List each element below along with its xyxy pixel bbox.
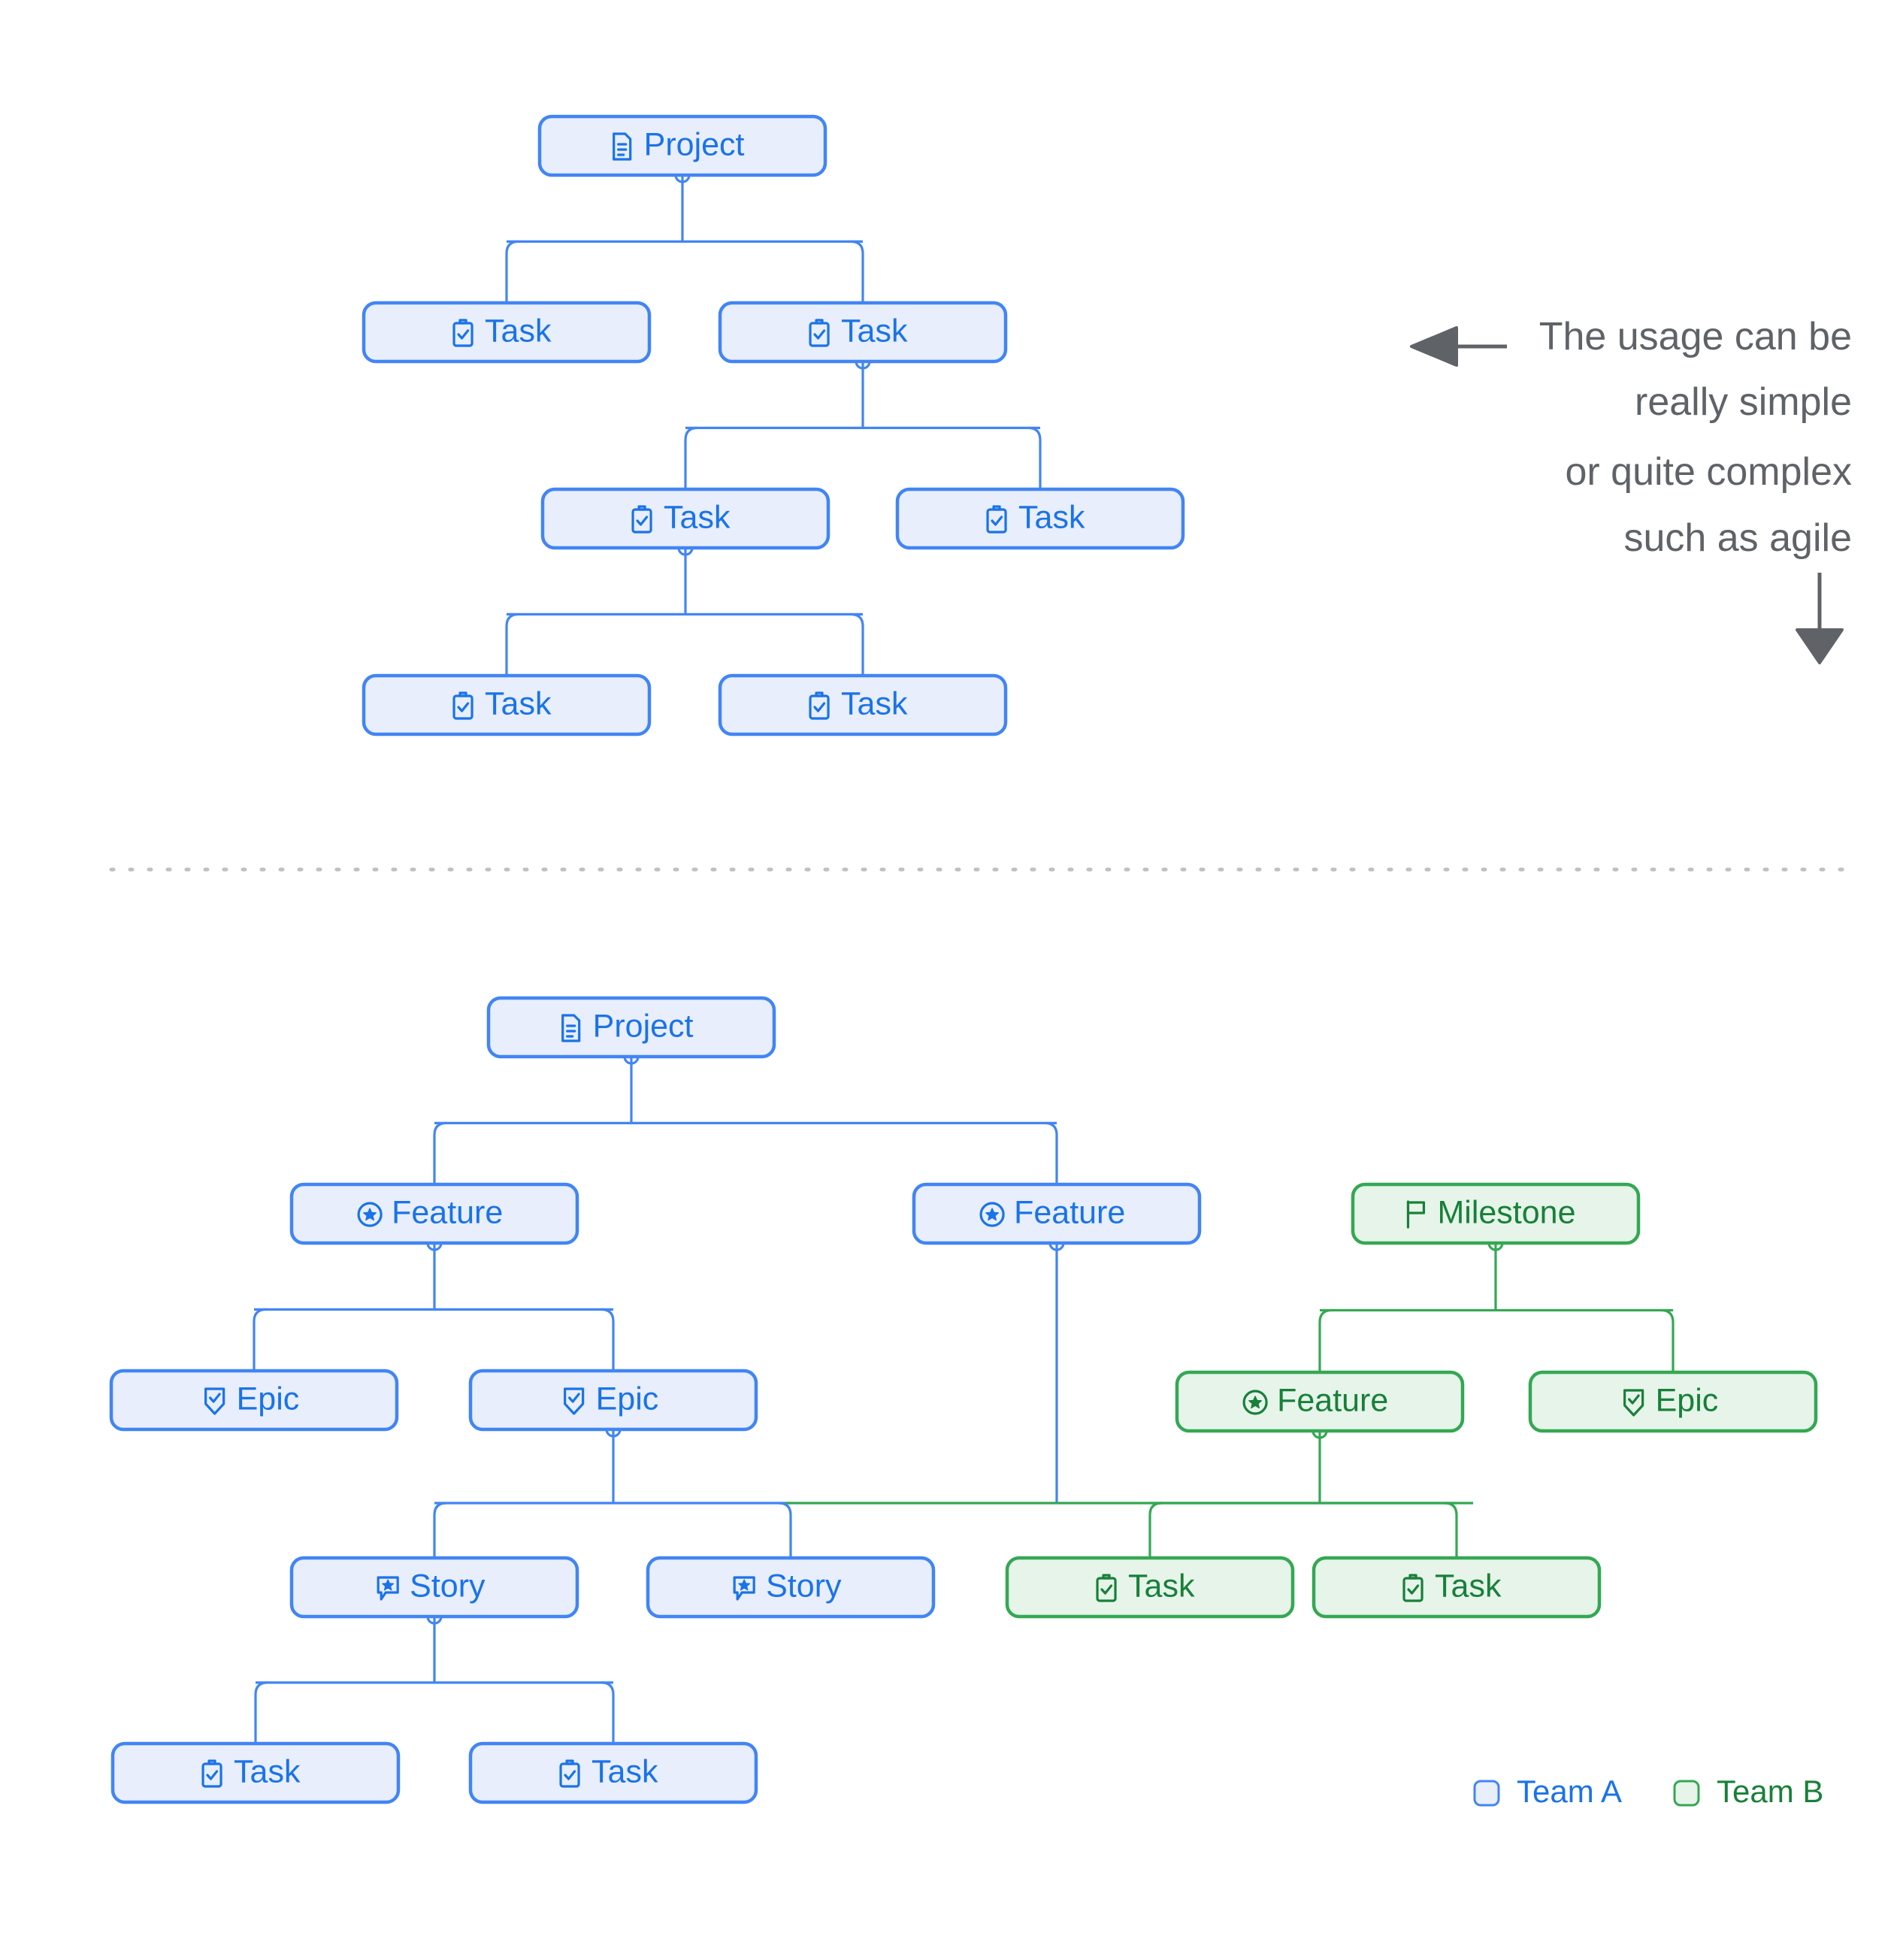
epic-icon xyxy=(1623,1389,1644,1417)
node-task[interactable]: Task xyxy=(1312,1556,1602,1619)
legend-swatch-icon xyxy=(1473,1780,1500,1807)
story-icon xyxy=(377,1576,399,1601)
node-label: Task xyxy=(485,313,552,349)
connector-drop xyxy=(1044,1121,1058,1184)
node-project[interactable]: Project xyxy=(537,114,827,177)
legend-item[interactable]: Team B xyxy=(1673,1774,1823,1809)
node-label: Task xyxy=(1435,1568,1502,1604)
legend-swatch-icon xyxy=(1673,1780,1700,1807)
milestone-icon xyxy=(1406,1200,1426,1229)
node-label: Epic xyxy=(237,1381,300,1417)
node-label: Task xyxy=(591,1753,658,1789)
connector-drop xyxy=(601,1308,615,1371)
connector-layer xyxy=(253,167,1675,1744)
arrow-left-icon xyxy=(1410,326,1507,367)
node-project[interactable]: Project xyxy=(486,996,776,1059)
legend-item[interactable]: Team A xyxy=(1473,1774,1622,1809)
arrow-down-icon xyxy=(1796,573,1844,664)
task-icon xyxy=(559,1759,580,1788)
connector-drop xyxy=(850,612,864,676)
annotation-line: really simple xyxy=(1635,380,1852,424)
task-icon xyxy=(1096,1574,1117,1602)
node-story[interactable]: Story xyxy=(289,1556,579,1619)
connector-drop xyxy=(505,240,519,303)
node-label: Story xyxy=(766,1568,842,1604)
node-feature[interactable]: Feature xyxy=(912,1182,1202,1245)
node-label: Project xyxy=(644,126,745,162)
node-label: Task xyxy=(1128,1568,1195,1604)
node-label: Feature xyxy=(392,1194,503,1230)
node-epic[interactable]: Epic xyxy=(109,1369,399,1432)
epic-icon xyxy=(564,1387,585,1415)
annotation-line: The usage can be xyxy=(1539,315,1852,358)
connector-drop xyxy=(433,1502,447,1558)
node-task[interactable]: Task xyxy=(718,673,1008,737)
node-task[interactable]: Task xyxy=(540,487,830,550)
annotation-line: such as agile xyxy=(1623,516,1852,560)
node-label: Task xyxy=(841,685,908,721)
connector-drop xyxy=(850,240,864,303)
connector-drop xyxy=(1444,1502,1458,1558)
node-label: Feature xyxy=(1277,1382,1388,1418)
node-label: Task xyxy=(485,685,552,721)
node-story[interactable]: Story xyxy=(646,1556,936,1619)
legend: Team A Team B xyxy=(1473,1774,1823,1809)
node-label: Task xyxy=(841,313,908,349)
task-icon xyxy=(201,1759,222,1788)
connector-drop xyxy=(253,1308,267,1371)
node-task[interactable]: Task xyxy=(468,1741,758,1804)
node-label: Feature xyxy=(1014,1194,1125,1230)
node-label: Task xyxy=(664,499,731,535)
node-label: Story xyxy=(410,1568,486,1604)
annotation: The usage can be really simple or quite co… xyxy=(1410,315,1852,664)
connector-drop xyxy=(1318,1308,1333,1372)
legend-label: Team A xyxy=(1517,1774,1622,1809)
document-icon xyxy=(613,132,632,161)
connector-drop xyxy=(778,1502,792,1558)
connector-drop xyxy=(601,1681,615,1744)
connector-drop xyxy=(1148,1502,1163,1558)
connector-drop xyxy=(684,426,698,489)
connector-drop xyxy=(1027,426,1042,489)
task-icon xyxy=(986,505,1007,534)
task-icon xyxy=(1402,1574,1423,1602)
connector-drop xyxy=(1660,1308,1675,1372)
task-icon xyxy=(452,691,473,720)
node-task[interactable]: Task xyxy=(362,301,652,364)
node-label: Project xyxy=(593,1008,694,1044)
node-task[interactable]: Task xyxy=(362,673,652,737)
node-task[interactable]: Task xyxy=(110,1741,401,1804)
node-task[interactable]: Task xyxy=(718,301,1008,364)
node-task[interactable]: Task xyxy=(895,487,1185,550)
node-label: Task xyxy=(234,1753,301,1789)
node-milestone[interactable]: Milestone xyxy=(1351,1182,1641,1245)
story-icon xyxy=(733,1576,755,1601)
node-label: Milestone xyxy=(1437,1194,1575,1230)
feature-icon xyxy=(357,1202,383,1227)
task-icon xyxy=(631,505,652,534)
connector-drop xyxy=(433,1121,447,1184)
connector-drop xyxy=(254,1681,268,1744)
legend-label: Team B xyxy=(1717,1774,1823,1809)
task-icon xyxy=(809,319,830,347)
node-label: Epic xyxy=(596,1381,659,1417)
annotation-line: or quite complex xyxy=(1565,450,1852,494)
epic-icon xyxy=(204,1387,225,1415)
node-feature[interactable]: Feature xyxy=(289,1182,579,1245)
node-epic[interactable]: Epic xyxy=(1528,1370,1818,1433)
node-task[interactable]: Task xyxy=(1005,1556,1295,1619)
task-icon xyxy=(452,319,473,347)
connector-drop xyxy=(505,612,519,676)
task-icon xyxy=(809,691,830,720)
node-label: Epic xyxy=(1656,1382,1719,1418)
feature-icon xyxy=(1242,1390,1268,1415)
node-epic[interactable]: Epic xyxy=(468,1369,758,1432)
document-icon xyxy=(561,1014,581,1042)
node-label: Task xyxy=(1018,499,1085,535)
feature-icon xyxy=(979,1202,1005,1227)
node-feature[interactable]: Feature xyxy=(1175,1370,1465,1433)
